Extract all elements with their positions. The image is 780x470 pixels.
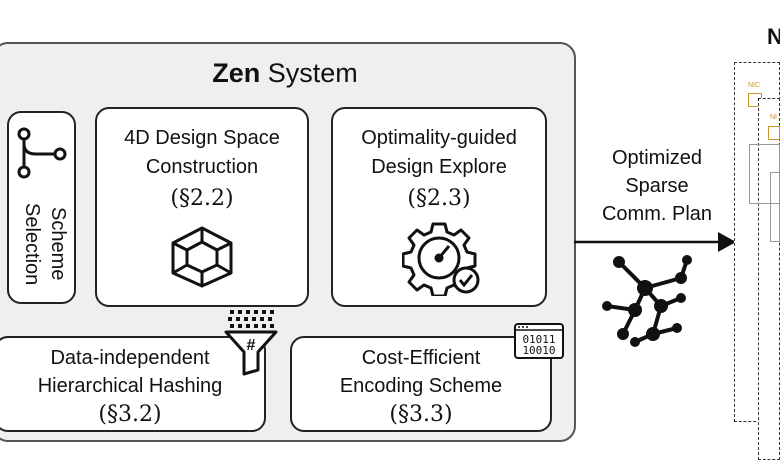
nic-chip-2 [768,126,780,140]
hashing-line2: Hierarchical Hashing [37,375,223,397]
hashing-line1: Data-independent [50,347,210,369]
encoding-box [290,336,552,432]
nic-label-1: NIC [748,82,761,89]
encoding-line2: Encoding Scheme [339,375,503,397]
gear-gauge-icon [402,222,480,296]
binary-row-1: 01011 [522,333,555,346]
hierarchy-icon [17,127,67,179]
scheme-selection-box [7,111,76,304]
right-partial-title: N [767,24,780,49]
binary-icon: 01011 10010 [514,323,564,359]
design-explore-box [331,107,547,307]
design-space-section: (§2.2) [170,186,234,211]
nic-label-2: NI [770,114,777,121]
plan-label: Optimized Sparse Comm. Plan [601,147,713,225]
encoding-line1: Cost-Efficient [361,347,481,369]
encoding-section: (§3.3) [389,402,453,427]
hypercube-icon [171,226,233,288]
design-space-line2: Construction [145,156,259,178]
nic-panel-2 [770,172,780,242]
funnel-hash-symbol: # [247,337,256,354]
hashing-section: (§3.2) [98,402,162,427]
zen-system-title: Zen System [212,58,358,88]
design-explore-line2: Design Explore [371,156,507,178]
arrow-right-icon [574,232,736,252]
design-explore-line1: Optimality-guided [361,127,517,149]
hashing-box [0,336,266,432]
funnel-hash-icon: # [224,310,278,376]
design-explore-section: (§2.3) [407,186,471,211]
network-graph-icon [602,255,692,347]
design-space-line1: 4D Design Space [124,127,280,149]
binary-row-2: 10010 [522,344,555,357]
